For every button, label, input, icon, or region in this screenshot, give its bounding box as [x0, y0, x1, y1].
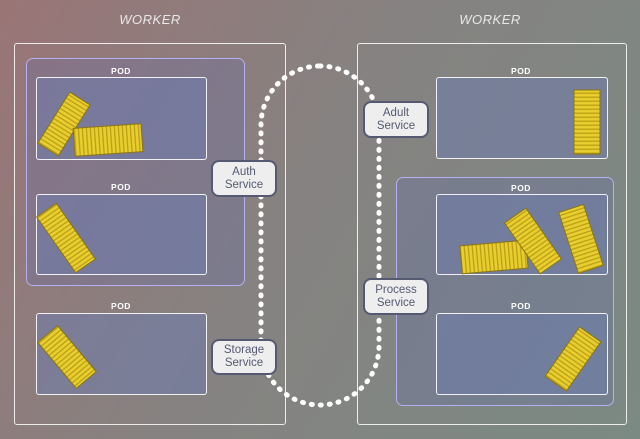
pod-title: POD [511, 183, 531, 193]
worker-title-left: WORKER [119, 12, 181, 27]
worker-left [14, 43, 286, 425]
auth-service: Auth Service [211, 160, 277, 197]
worker-title-right: WORKER [459, 12, 521, 27]
shipping-container-icon [37, 324, 97, 390]
pod-title: POD [511, 301, 531, 311]
shipping-container-icon [35, 202, 97, 274]
shipping-container-icon [558, 203, 604, 275]
worker-right [357, 43, 627, 425]
storage-service: Storage Service [211, 339, 277, 375]
shipping-container-icon [544, 326, 602, 392]
shipping-container-icon [72, 123, 144, 157]
process-service: Process Service [363, 278, 429, 315]
adult-service: Adult Service [363, 101, 429, 138]
pod-title: POD [111, 301, 131, 311]
pod-title: POD [111, 66, 131, 76]
pod-title: POD [111, 182, 131, 192]
shipping-container-icon [503, 207, 563, 275]
shipping-container-icon [573, 89, 601, 155]
pod-title: POD [511, 66, 531, 76]
